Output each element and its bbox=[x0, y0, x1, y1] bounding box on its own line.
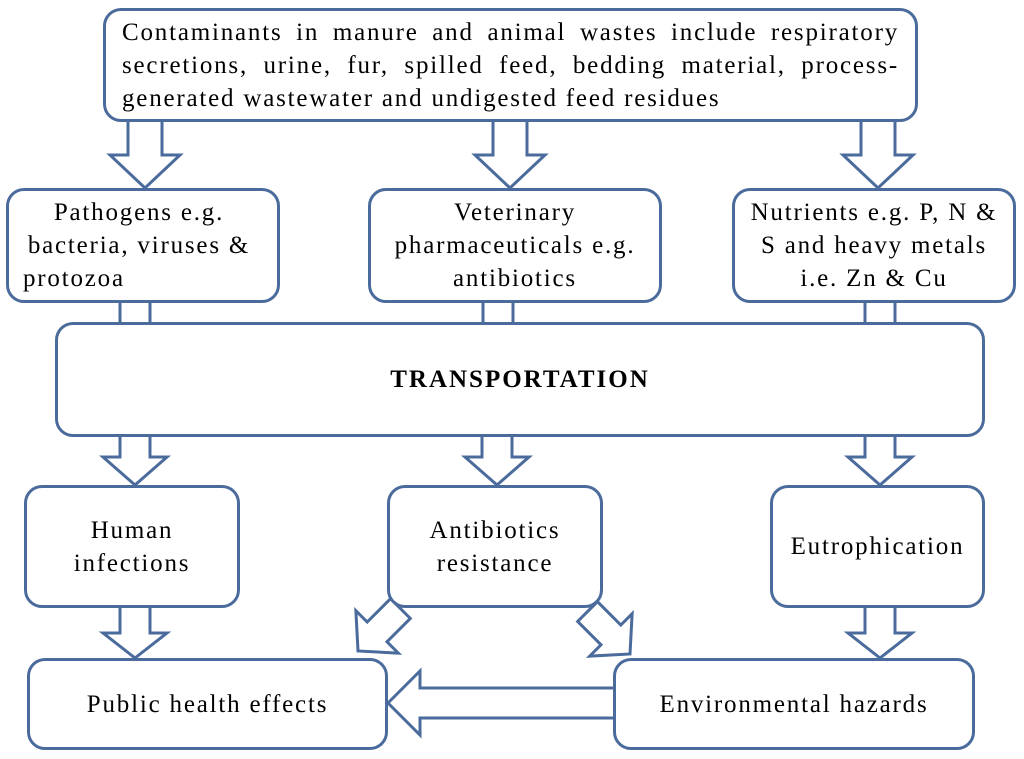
pathogens-text-line: bacteria, viruses & bbox=[27, 232, 251, 259]
transportation-box: TRANSPORTATION bbox=[55, 322, 985, 437]
pathogens-box: Pathogens e.g. bacteria, viruses & proto… bbox=[6, 188, 280, 303]
arrow-transport-to-human-infections bbox=[99, 430, 171, 487]
source-text-line: Contaminants in manure and animal wastes… bbox=[122, 18, 899, 46]
source-box: Contaminants in manure and animal wastes… bbox=[103, 8, 918, 122]
veterinary-text-line: Veterinary bbox=[453, 199, 577, 226]
arrow-source-to-nutrients bbox=[839, 116, 917, 191]
arrow-environmental-to-public-health bbox=[385, 667, 620, 739]
pathogens-text-line: Pathogens e.g. bbox=[53, 199, 225, 226]
veterinary-text-line: antibiotics bbox=[453, 265, 577, 292]
antibiotics-resistance-box: Antibiotics resistance bbox=[387, 485, 603, 608]
arrow-eutrophication-to-environmental-hazards bbox=[843, 601, 917, 660]
human-infections-text-line: Human bbox=[90, 516, 174, 544]
source-text-line: generated wastewater and undigested feed… bbox=[122, 84, 721, 112]
antibiotics-resistance-text-line: Antibiotics bbox=[429, 516, 561, 544]
pathogens-text-line: protozoa bbox=[23, 265, 125, 292]
transportation-label: TRANSPORTATION bbox=[390, 366, 650, 393]
source-text-line: secretions, urine, fur, spilled feed, be… bbox=[122, 51, 899, 79]
veterinary-pharmaceuticals-box: Veterinary pharmaceuticals e.g. antibiot… bbox=[368, 188, 662, 303]
eutrophication-box: Eutrophication bbox=[770, 485, 985, 608]
eutrophication-text-line: Eutrophication bbox=[790, 533, 965, 560]
nutrients-text-line: S and heavy metals bbox=[760, 232, 988, 259]
arrow-antibiotics-to-public-health bbox=[354, 596, 413, 655]
environmental-hazards-box: Environmental hazards bbox=[613, 658, 975, 750]
arrow-transport-to-eutrophication bbox=[844, 430, 916, 487]
nutrients-box: Nutrients e.g. P, N & S and heavy metals… bbox=[732, 188, 1016, 303]
nutrients-text-line: i.e. Zn & Cu bbox=[800, 265, 948, 292]
arrow-human-infections-to-public-health bbox=[98, 601, 172, 660]
nutrients-text-line: Nutrients e.g. P, N & bbox=[750, 199, 998, 226]
arrow-source-to-pathogens bbox=[106, 116, 184, 191]
public-health-effects-box: Public health effects bbox=[27, 658, 388, 750]
human-infections-text-line: infections bbox=[73, 549, 191, 577]
arrow-transport-to-antibiotics-resistance bbox=[461, 430, 533, 487]
environmental-hazards-label: Environmental hazards bbox=[659, 690, 929, 718]
veterinary-text-line: pharmaceuticals e.g. bbox=[394, 232, 636, 259]
arrow-source-to-veterinary bbox=[471, 116, 549, 191]
arrow-antibiotics-to-environmental-hazards bbox=[575, 599, 634, 658]
human-infections-box: Human infections bbox=[24, 485, 240, 608]
antibiotics-resistance-text-line: resistance bbox=[436, 549, 554, 577]
public-health-effects-label: Public health effects bbox=[86, 690, 329, 718]
